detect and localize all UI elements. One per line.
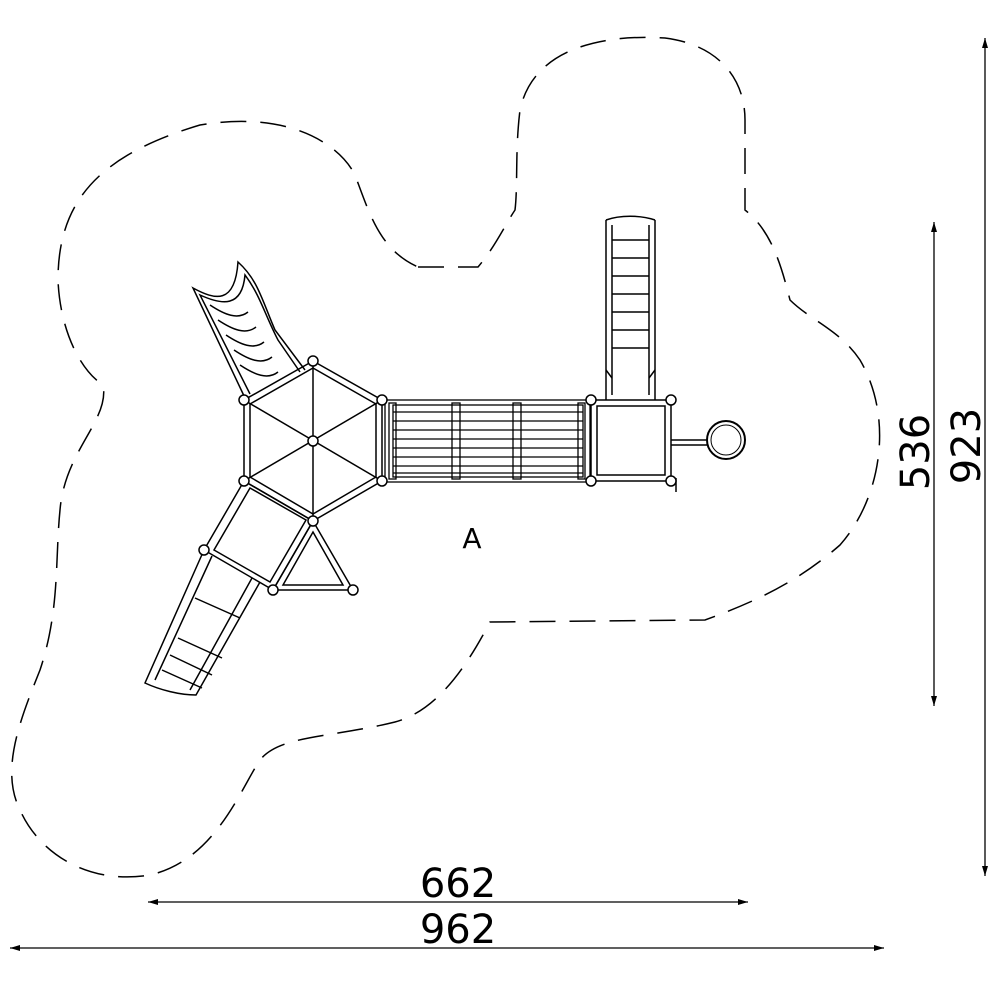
area-label: A: [462, 522, 481, 555]
steering-wheel: [706, 420, 746, 460]
safety-zone-outline: [10, 36, 881, 878]
inner-height-value: 536: [893, 414, 939, 490]
triangle-platform: [271, 519, 355, 591]
dimension-outer-width: 962: [10, 907, 884, 953]
spiral-slide: [191, 260, 306, 399]
post-joints: [198, 355, 677, 596]
straight-slide: [144, 479, 315, 696]
dimension-inner-width: 662: [148, 861, 748, 907]
inner-width-value: 662: [420, 861, 496, 907]
ladder-top: [605, 215, 656, 400]
square-tower: [590, 399, 708, 492]
outer-width-value: 962: [420, 907, 496, 953]
dimension-inner-height: 536: [893, 222, 939, 706]
dimension-outer-height: 923: [944, 38, 990, 876]
outer-height-value: 923: [944, 408, 990, 484]
rope-bridge: [384, 399, 591, 483]
